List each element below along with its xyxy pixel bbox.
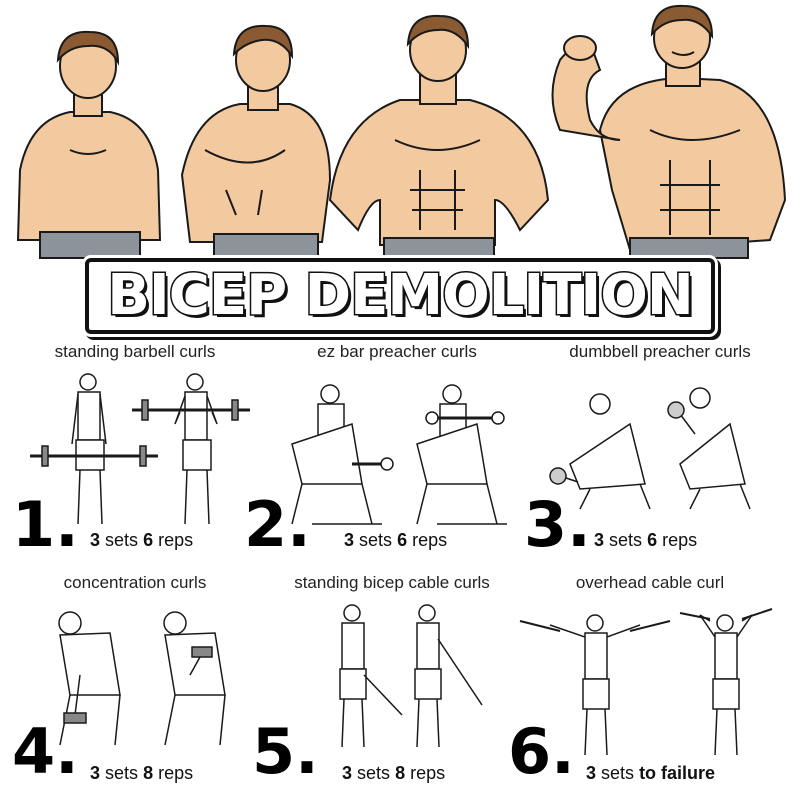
sets-reps: 3 sets 8 reps [342, 763, 445, 784]
progress-figure-1 [16, 30, 162, 259]
reps-value: 8 [395, 763, 406, 783]
exercise-2: ez bar preacher curls 2. 3 sets 6 reps [244, 342, 532, 562]
reps-value: 6 [647, 530, 658, 550]
sets-reps: 3 sets 6 reps [594, 530, 697, 551]
reps-value: 6 [397, 530, 408, 550]
exercise-number: 5. [252, 715, 319, 788]
exercise-5: standing bicep cable curls 5. 3 sets 8 r… [252, 573, 522, 793]
hero-illustration [16, 4, 787, 261]
title-box: BICEP DEMOLITION [85, 258, 715, 334]
exercise-illustration [519, 608, 773, 756]
exercise-3: dumbbell preacher curls 3. 3 sets 6 reps [524, 342, 790, 562]
progress-figure-3 [328, 14, 550, 261]
sets-word: sets [357, 763, 391, 783]
exercise-name: dumbbell preacher curls [569, 342, 751, 361]
exercise-name: standing bicep cable curls [294, 573, 490, 592]
sets-count: 3 [586, 763, 597, 783]
exercise-4: concentration curls 4. 3 sets 8 reps [12, 573, 250, 793]
exercise-illustration [549, 387, 751, 510]
sets-count: 3 [90, 530, 101, 550]
sets-word: sets [105, 530, 139, 550]
figure-overhead-out [519, 614, 671, 756]
figure-overhead-in [679, 608, 773, 756]
exercise-number: 4. [12, 715, 79, 788]
progress-figure-2 [180, 24, 332, 259]
sets-reps: 3 sets 8 reps [90, 763, 193, 784]
exercise-1: standing barbell curls 1. 3 sets 6 reps [12, 342, 250, 562]
reps-word: reps [662, 530, 698, 550]
sets-count: 3 [594, 530, 605, 550]
reps-value: to failure [639, 763, 716, 783]
sets-reps: 3 sets to failure [586, 763, 715, 784]
sets-reps: 3 sets 6 reps [344, 530, 447, 551]
sets-count: 3 [344, 530, 355, 550]
exercise-name: standing barbell curls [54, 342, 216, 361]
exercise-number: 2. [244, 488, 311, 561]
exercise-number: 3. [524, 488, 591, 561]
reps-word: reps [412, 530, 448, 550]
exercise-illustration [30, 373, 250, 525]
reps-value: 8 [143, 763, 154, 783]
title-banner: BICEP DEMOLITION [0, 258, 800, 334]
reps-value: 6 [143, 530, 154, 550]
progress-figure-4 [551, 4, 787, 259]
sets-word: sets [359, 530, 393, 550]
figure-db-preacher-up [667, 387, 751, 510]
figure-cable-down [339, 604, 403, 748]
exercise-name: ez bar preacher curls [317, 342, 477, 361]
page-title: BICEP DEMOLITION [106, 262, 696, 329]
reps-word: reps [410, 763, 446, 783]
sets-count: 3 [342, 763, 353, 783]
figure-barbell-up [132, 373, 250, 525]
sets-word: sets [601, 763, 635, 783]
exercise-illustration [58, 611, 226, 746]
exercise-6: overhead cable curl 6. 3 sets to failure [508, 573, 790, 793]
figure-preacher-down [291, 384, 394, 525]
figure-concentration-up [163, 611, 226, 746]
sets-count: 3 [90, 763, 101, 783]
figure-concentration-down [58, 611, 121, 746]
reps-word: reps [158, 763, 194, 783]
figure-barbell-down [30, 373, 158, 525]
figure-db-preacher-down [549, 393, 651, 510]
exercise-name: overhead cable curl [575, 573, 725, 592]
figure-preacher-up [416, 384, 507, 525]
sets-word: sets [609, 530, 643, 550]
exercise-number: 6. [508, 715, 575, 788]
sets-reps: 3 sets 6 reps [90, 530, 193, 551]
figure-cable-up [414, 604, 483, 748]
exercise-illustration [291, 384, 507, 525]
exercise-number: 1. [12, 488, 79, 561]
exercise-illustration [339, 604, 483, 748]
sets-word: sets [105, 763, 139, 783]
exercise-name: concentration curls [63, 573, 207, 592]
reps-word: reps [158, 530, 194, 550]
